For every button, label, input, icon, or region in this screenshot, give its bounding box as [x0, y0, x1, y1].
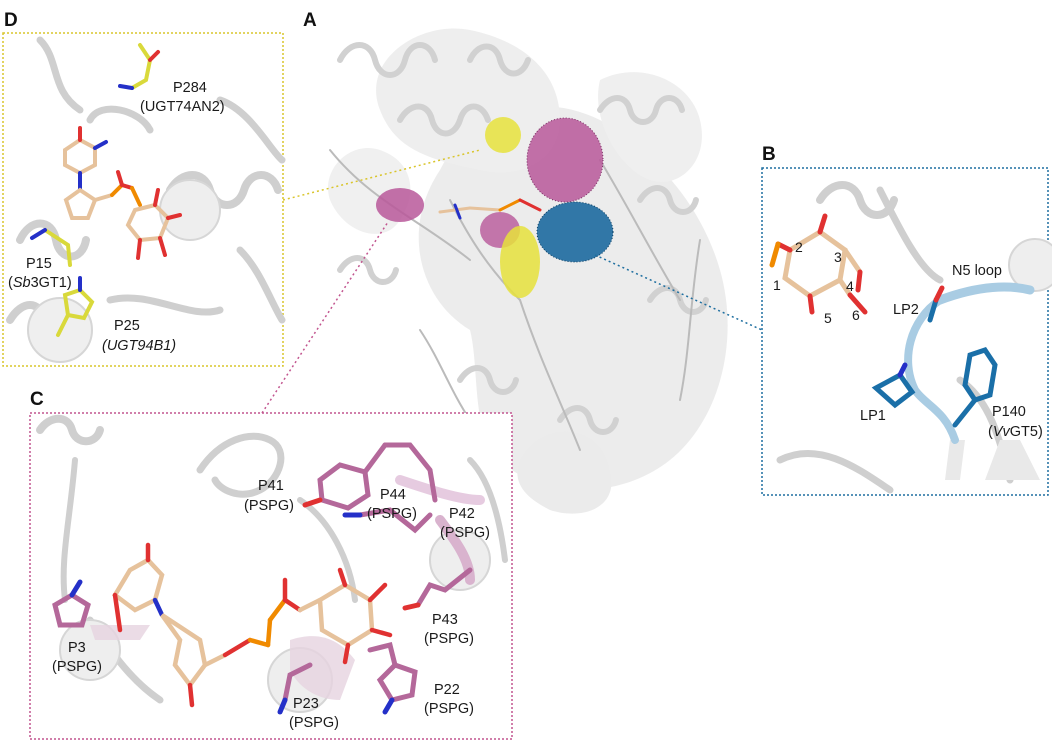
- panel-c: C: [29, 389, 513, 740]
- connector-d: [282, 149, 481, 201]
- residue-p284: [118, 43, 160, 90]
- label-p44-src: (PSPG): [367, 506, 417, 522]
- ring-number-4: 4: [846, 278, 854, 294]
- label-p41: P41: [258, 478, 284, 494]
- label-p284: P284: [173, 80, 207, 96]
- label-p140-src-suffix: GT5: [1010, 424, 1038, 440]
- label-p22-src: (PSPG): [424, 701, 474, 717]
- yellow-dot-surface-upper: [485, 117, 521, 153]
- panel-b-letter: B: [762, 144, 776, 165]
- pink-dot-surface-upper: [526, 117, 604, 203]
- residue-lp2: [927, 285, 945, 323]
- residue-p3: [52, 579, 91, 628]
- label-p22: P22: [434, 682, 460, 698]
- label-p3-src: (PSPG): [52, 659, 102, 675]
- blue-dot-surface: [536, 201, 614, 263]
- residue-p43: [402, 567, 473, 611]
- label-p140-src: (VvGT5): [988, 424, 1043, 440]
- residue-p15: [30, 228, 72, 267]
- label-p15-src-prefix: Sb: [13, 275, 31, 291]
- panel-d-letter: D: [4, 10, 18, 31]
- label-p42: P42: [449, 506, 475, 522]
- panel-c-ligand: [112, 542, 393, 708]
- connector-b: [594, 254, 763, 331]
- label-p44: P44: [380, 487, 406, 503]
- label-p25: P25: [114, 318, 140, 334]
- ring-number-6: 6: [852, 307, 860, 323]
- ligand-overview: [438, 198, 542, 220]
- ring-number-2: 2: [795, 239, 803, 255]
- panel-a: A: [261, 10, 763, 514]
- label-p43-src: (PSPG): [424, 631, 474, 647]
- label-p15-src: (Sb3GT1): [8, 275, 72, 291]
- label-p140-src-prefix: Vv: [993, 424, 1011, 440]
- label-p23-src: (PSPG): [289, 715, 339, 731]
- residue-p25: [56, 276, 95, 337]
- residue-p23: [277, 662, 313, 715]
- label-p140: P140: [992, 404, 1026, 420]
- residue-p41: [302, 442, 388, 511]
- label-n5-loop: N5 loop: [952, 263, 1002, 279]
- n5-loop: [935, 282, 1035, 305]
- connector-c-1: [261, 221, 389, 414]
- panel-a-letter: A: [303, 10, 317, 31]
- label-p42-src: (PSPG): [440, 525, 490, 541]
- residue-p22: [367, 641, 418, 715]
- residue-p42: [382, 442, 438, 503]
- residue-p140: [952, 347, 998, 428]
- panel-c-letter: C: [30, 389, 44, 410]
- yellow-dot-surface-lower: [500, 226, 540, 298]
- residue-p44: [342, 507, 433, 534]
- panel-b-sugar: [769, 213, 868, 315]
- residue-lp1: [871, 362, 916, 409]
- label-p15-src-suffix: 3GT1): [31, 275, 72, 291]
- ring-number-5: 5: [824, 310, 832, 326]
- label-p25-src: (UGT94B1): [102, 338, 176, 354]
- ring-number-1: 1: [773, 277, 781, 293]
- panel-d-ligand: [63, 126, 182, 260]
- ring-number-3: 3: [834, 249, 842, 265]
- panel-d: D: [2, 10, 286, 367]
- label-p43: P43: [432, 612, 458, 628]
- label-lp1: LP1: [860, 408, 886, 424]
- panel-b-ribbons: [776, 181, 1052, 494]
- label-p41-src: (PSPG): [244, 498, 294, 514]
- pink-dot-surface-left: [376, 188, 424, 222]
- label-lp2: LP2: [893, 302, 919, 318]
- panel-c-ribbons: [36, 414, 508, 713]
- label-p15: P15: [26, 256, 52, 272]
- n5-loop-down: [904, 296, 959, 444]
- label-p284-src: (UGT74AN2): [140, 99, 225, 115]
- panel-b: B 1 2 3 4 5 6: [761, 144, 1052, 496]
- label-p23: P23: [293, 696, 319, 712]
- label-p3: P3: [68, 640, 86, 656]
